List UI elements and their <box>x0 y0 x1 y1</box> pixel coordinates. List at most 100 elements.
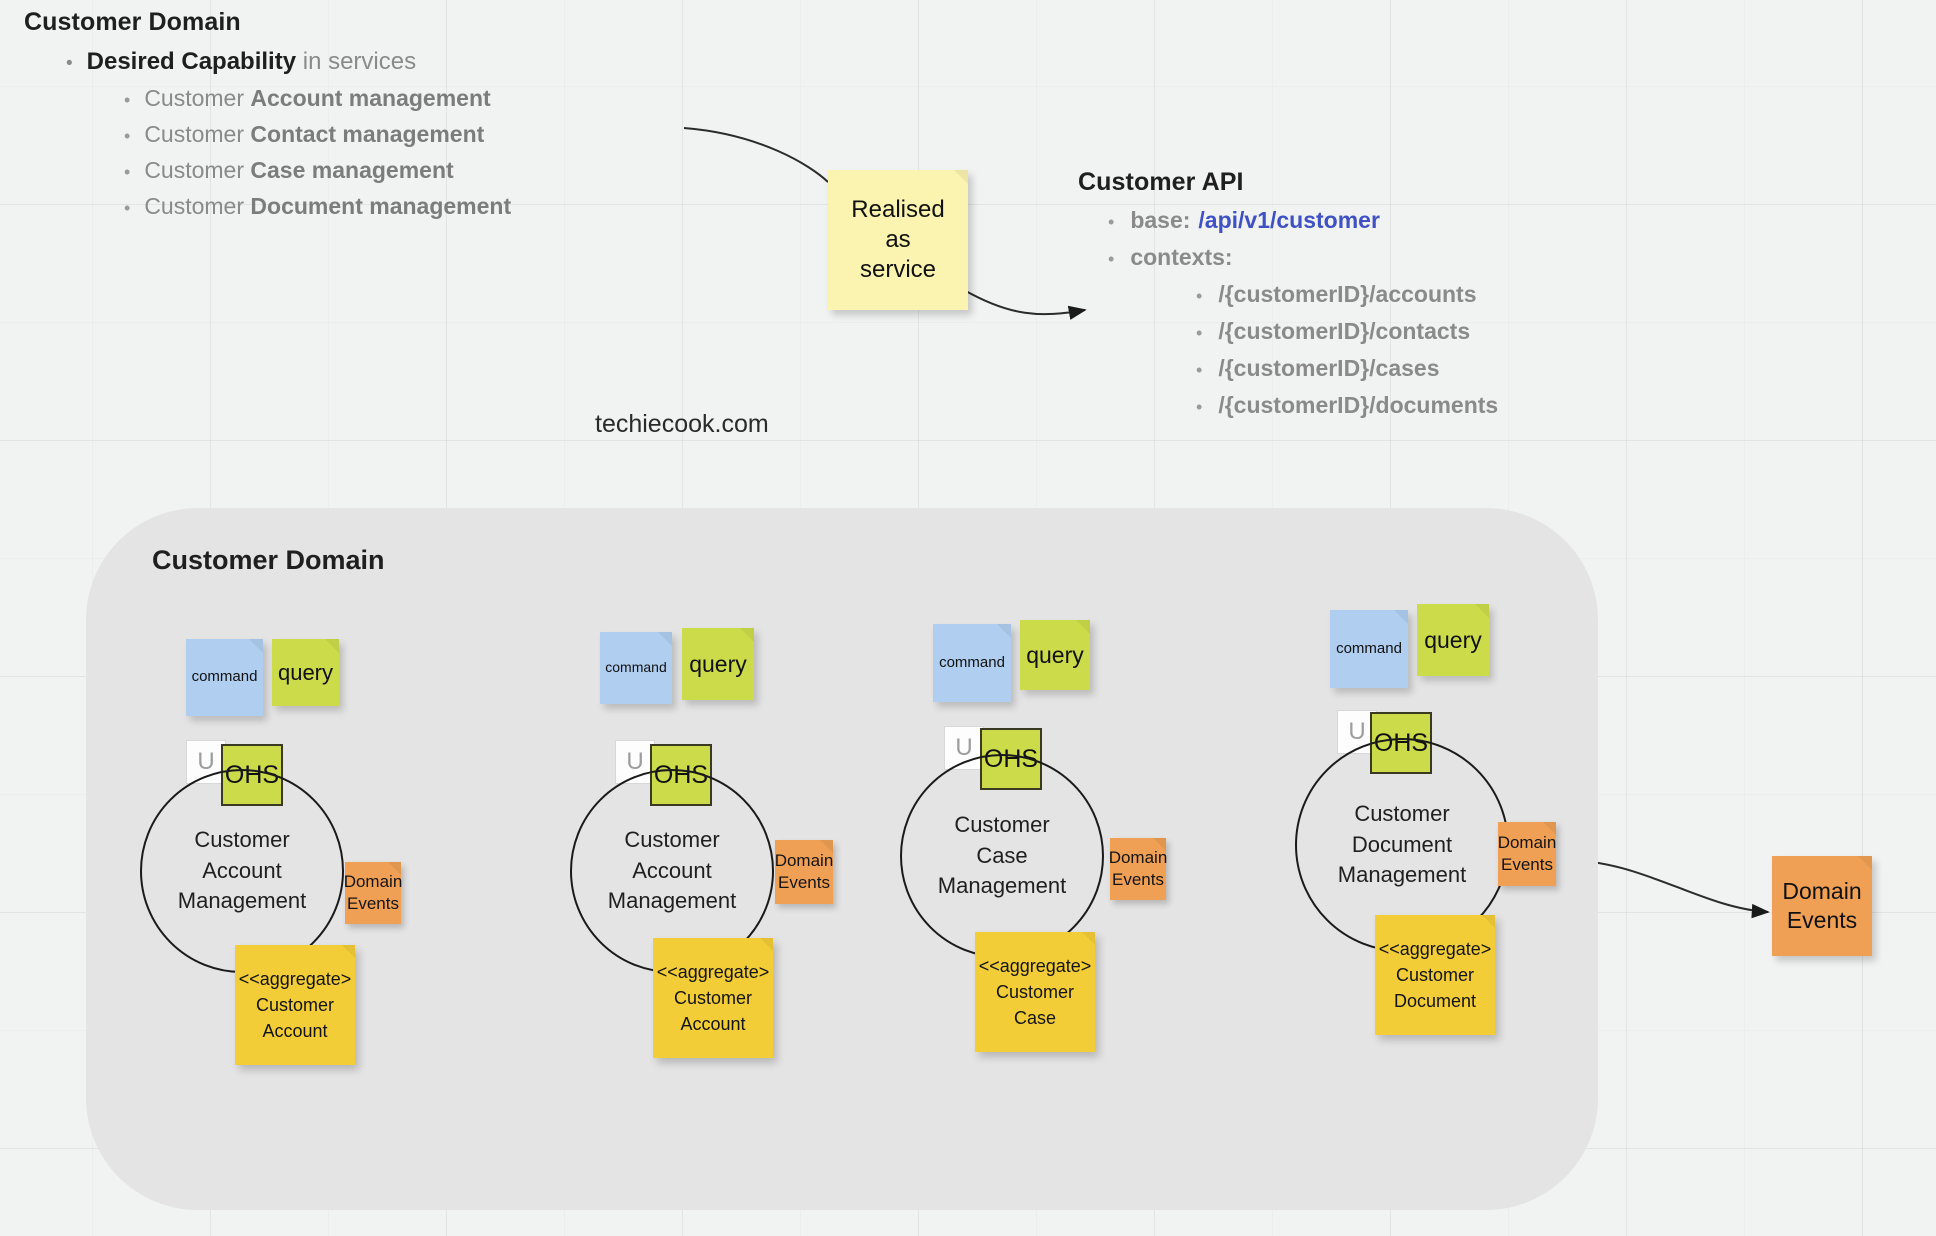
external-domain-events-line2: Events <box>1786 907 1858 933</box>
u-label: U <box>626 748 644 775</box>
api-context-accounts: • /{customerID}/accounts <box>1196 281 1778 308</box>
circle-line1: Customer <box>954 812 1050 838</box>
query-sticky[interactable]: query <box>1417 604 1489 676</box>
outline-capability-bold: Desired Capability <box>86 48 297 75</box>
aggregate-line1: Customer <box>673 987 753 1008</box>
outline-item-bold: Account management <box>250 85 491 111</box>
command-sticky[interactable]: command <box>600 632 672 704</box>
api-contexts-row: • contexts: <box>1108 244 1778 271</box>
outline-item-contact: • Customer Contact management <box>124 121 784 148</box>
customer-api-block: Customer API • base: /api/v1/customer • c… <box>1078 168 1778 419</box>
realised-note-line3: service <box>859 256 937 284</box>
external-domain-events-line1: Domain <box>1782 878 1862 905</box>
external-domain-events-sticky[interactable]: Domain Events <box>1772 856 1872 956</box>
bullet-icon: • <box>1108 249 1115 269</box>
outline-item-case: • Customer Case management <box>124 157 784 184</box>
bounded-context-circle[interactable]: Customer Case Management <box>900 754 1104 958</box>
circle-line3: Management <box>177 888 307 914</box>
aggregate-line2: Account <box>680 1014 746 1035</box>
domain-events-line1: Domain <box>1497 832 1557 852</box>
outline-item-prefix: Customer <box>144 121 251 147</box>
command-label: command <box>191 668 258 686</box>
domain-events-line1: Domain <box>1108 847 1168 867</box>
bullet-icon: • <box>66 53 73 74</box>
domain-events-sticky[interactable]: Domain Events <box>1498 822 1556 886</box>
customer-domain-container-title: Customer Domain <box>152 545 385 575</box>
query-label: query <box>1026 641 1084 668</box>
outline-title: Customer Domain <box>24 8 241 36</box>
domain-events-sticky[interactable]: Domain Events <box>343 862 403 924</box>
query-label: query <box>689 650 747 677</box>
aggregate-sticky[interactable]: <<aggregate> Customer Account <box>235 945 355 1065</box>
api-context-path: /{customerID}/cases <box>1218 355 1440 381</box>
aggregate-sticky[interactable]: <<aggregate> Customer Account <box>653 938 773 1058</box>
query-sticky[interactable]: query <box>272 639 339 706</box>
circle-line3: Management <box>607 888 737 914</box>
circle-line2: Account <box>632 857 712 883</box>
circle-line2: Case <box>976 842 1028 868</box>
circle-line2: Account <box>202 857 282 883</box>
command-sticky[interactable]: command <box>1330 610 1408 688</box>
aggregate-sticky[interactable]: <<aggregate> Customer Case <box>975 932 1095 1052</box>
command-sticky[interactable]: command <box>186 639 263 716</box>
bullet-icon: • <box>1196 323 1203 343</box>
query-label: query <box>277 659 334 685</box>
domain-events-sticky[interactable]: Domain Events <box>775 840 833 904</box>
arrow-note-to-api <box>963 289 1087 320</box>
aggregate-stereotype: <<aggregate> <box>978 955 1092 976</box>
bullet-icon: • <box>124 162 131 182</box>
outline-item-account: • Customer Account management <box>124 85 784 112</box>
outline-capability-rest: in services <box>296 48 417 75</box>
bullet-icon: • <box>124 90 131 110</box>
api-base-label: base: <box>1130 207 1191 233</box>
aggregate-line1: Customer <box>1395 964 1475 985</box>
bullet-icon: • <box>1196 360 1203 380</box>
bounded-context-circle[interactable]: Customer Account Management <box>140 769 344 973</box>
api-context-path: /{customerID}/accounts <box>1218 281 1477 307</box>
circle-line2: Document <box>1351 831 1453 857</box>
command-sticky[interactable]: command <box>933 624 1011 702</box>
bounded-context-circle[interactable]: Customer Document Management <box>1295 738 1509 952</box>
watermark-text: techiecook.com <box>595 410 769 438</box>
aggregate-line1: Customer <box>255 994 335 1015</box>
bullet-icon: • <box>1196 397 1203 417</box>
query-sticky[interactable]: query <box>1020 620 1090 690</box>
domain-events-sticky[interactable]: Domain Events <box>1108 838 1168 900</box>
aggregate-line1: Customer <box>995 981 1075 1002</box>
bounded-context-circle[interactable]: Customer Account Management <box>570 769 774 973</box>
api-context-path: /{customerID}/contacts <box>1218 318 1471 344</box>
realised-as-service-note[interactable]: Realised as service <box>828 170 968 310</box>
api-context-documents: • /{customerID}/documents <box>1196 392 1778 419</box>
customer-api-title: Customer API <box>1078 168 1244 196</box>
circle-line1: Customer <box>194 827 290 853</box>
circle-line3: Management <box>1337 862 1467 888</box>
api-context-cases: • /{customerID}/cases <box>1196 355 1778 382</box>
api-context-contacts: • /{customerID}/contacts <box>1196 318 1778 345</box>
query-sticky[interactable]: query <box>682 628 754 700</box>
outline-item-bold: Case management <box>250 157 454 183</box>
aggregate-stereotype: <<aggregate> <box>1378 938 1492 959</box>
aggregate-line2: Document <box>1393 991 1477 1012</box>
circle-line3: Management <box>937 873 1067 899</box>
realised-note-line2: as <box>885 225 911 253</box>
domain-events-line2: Events <box>1112 870 1164 889</box>
outline-capability-row: • Desired Capability in services <box>66 48 784 76</box>
bullet-icon: • <box>124 126 131 146</box>
api-base-value[interactable]: /api/v1/customer <box>1198 207 1380 233</box>
aggregate-stereotype: <<aggregate> <box>238 968 352 989</box>
customer-domain-outline: Customer Domain • Desired Capability in … <box>24 8 784 220</box>
u-label: U <box>955 734 973 761</box>
outline-item-prefix: Customer <box>144 85 251 111</box>
aggregate-stereotype: <<aggregate> <box>656 961 770 982</box>
realised-note-line1: Realised <box>851 195 945 223</box>
aggregate-line2: Account <box>262 1021 328 1042</box>
api-base-row: • base:/api/v1/customer <box>1108 207 1778 234</box>
aggregate-line2: Case <box>1013 1008 1057 1029</box>
outline-item-bold: Contact management <box>250 121 485 147</box>
domain-events-line1: Domain <box>343 871 403 891</box>
query-label: query <box>1424 626 1482 653</box>
u-label: U <box>197 748 215 775</box>
outline-item-prefix: Customer <box>144 157 251 183</box>
bullet-icon: • <box>124 198 131 218</box>
aggregate-sticky[interactable]: <<aggregate> Customer Document <box>1375 915 1495 1035</box>
